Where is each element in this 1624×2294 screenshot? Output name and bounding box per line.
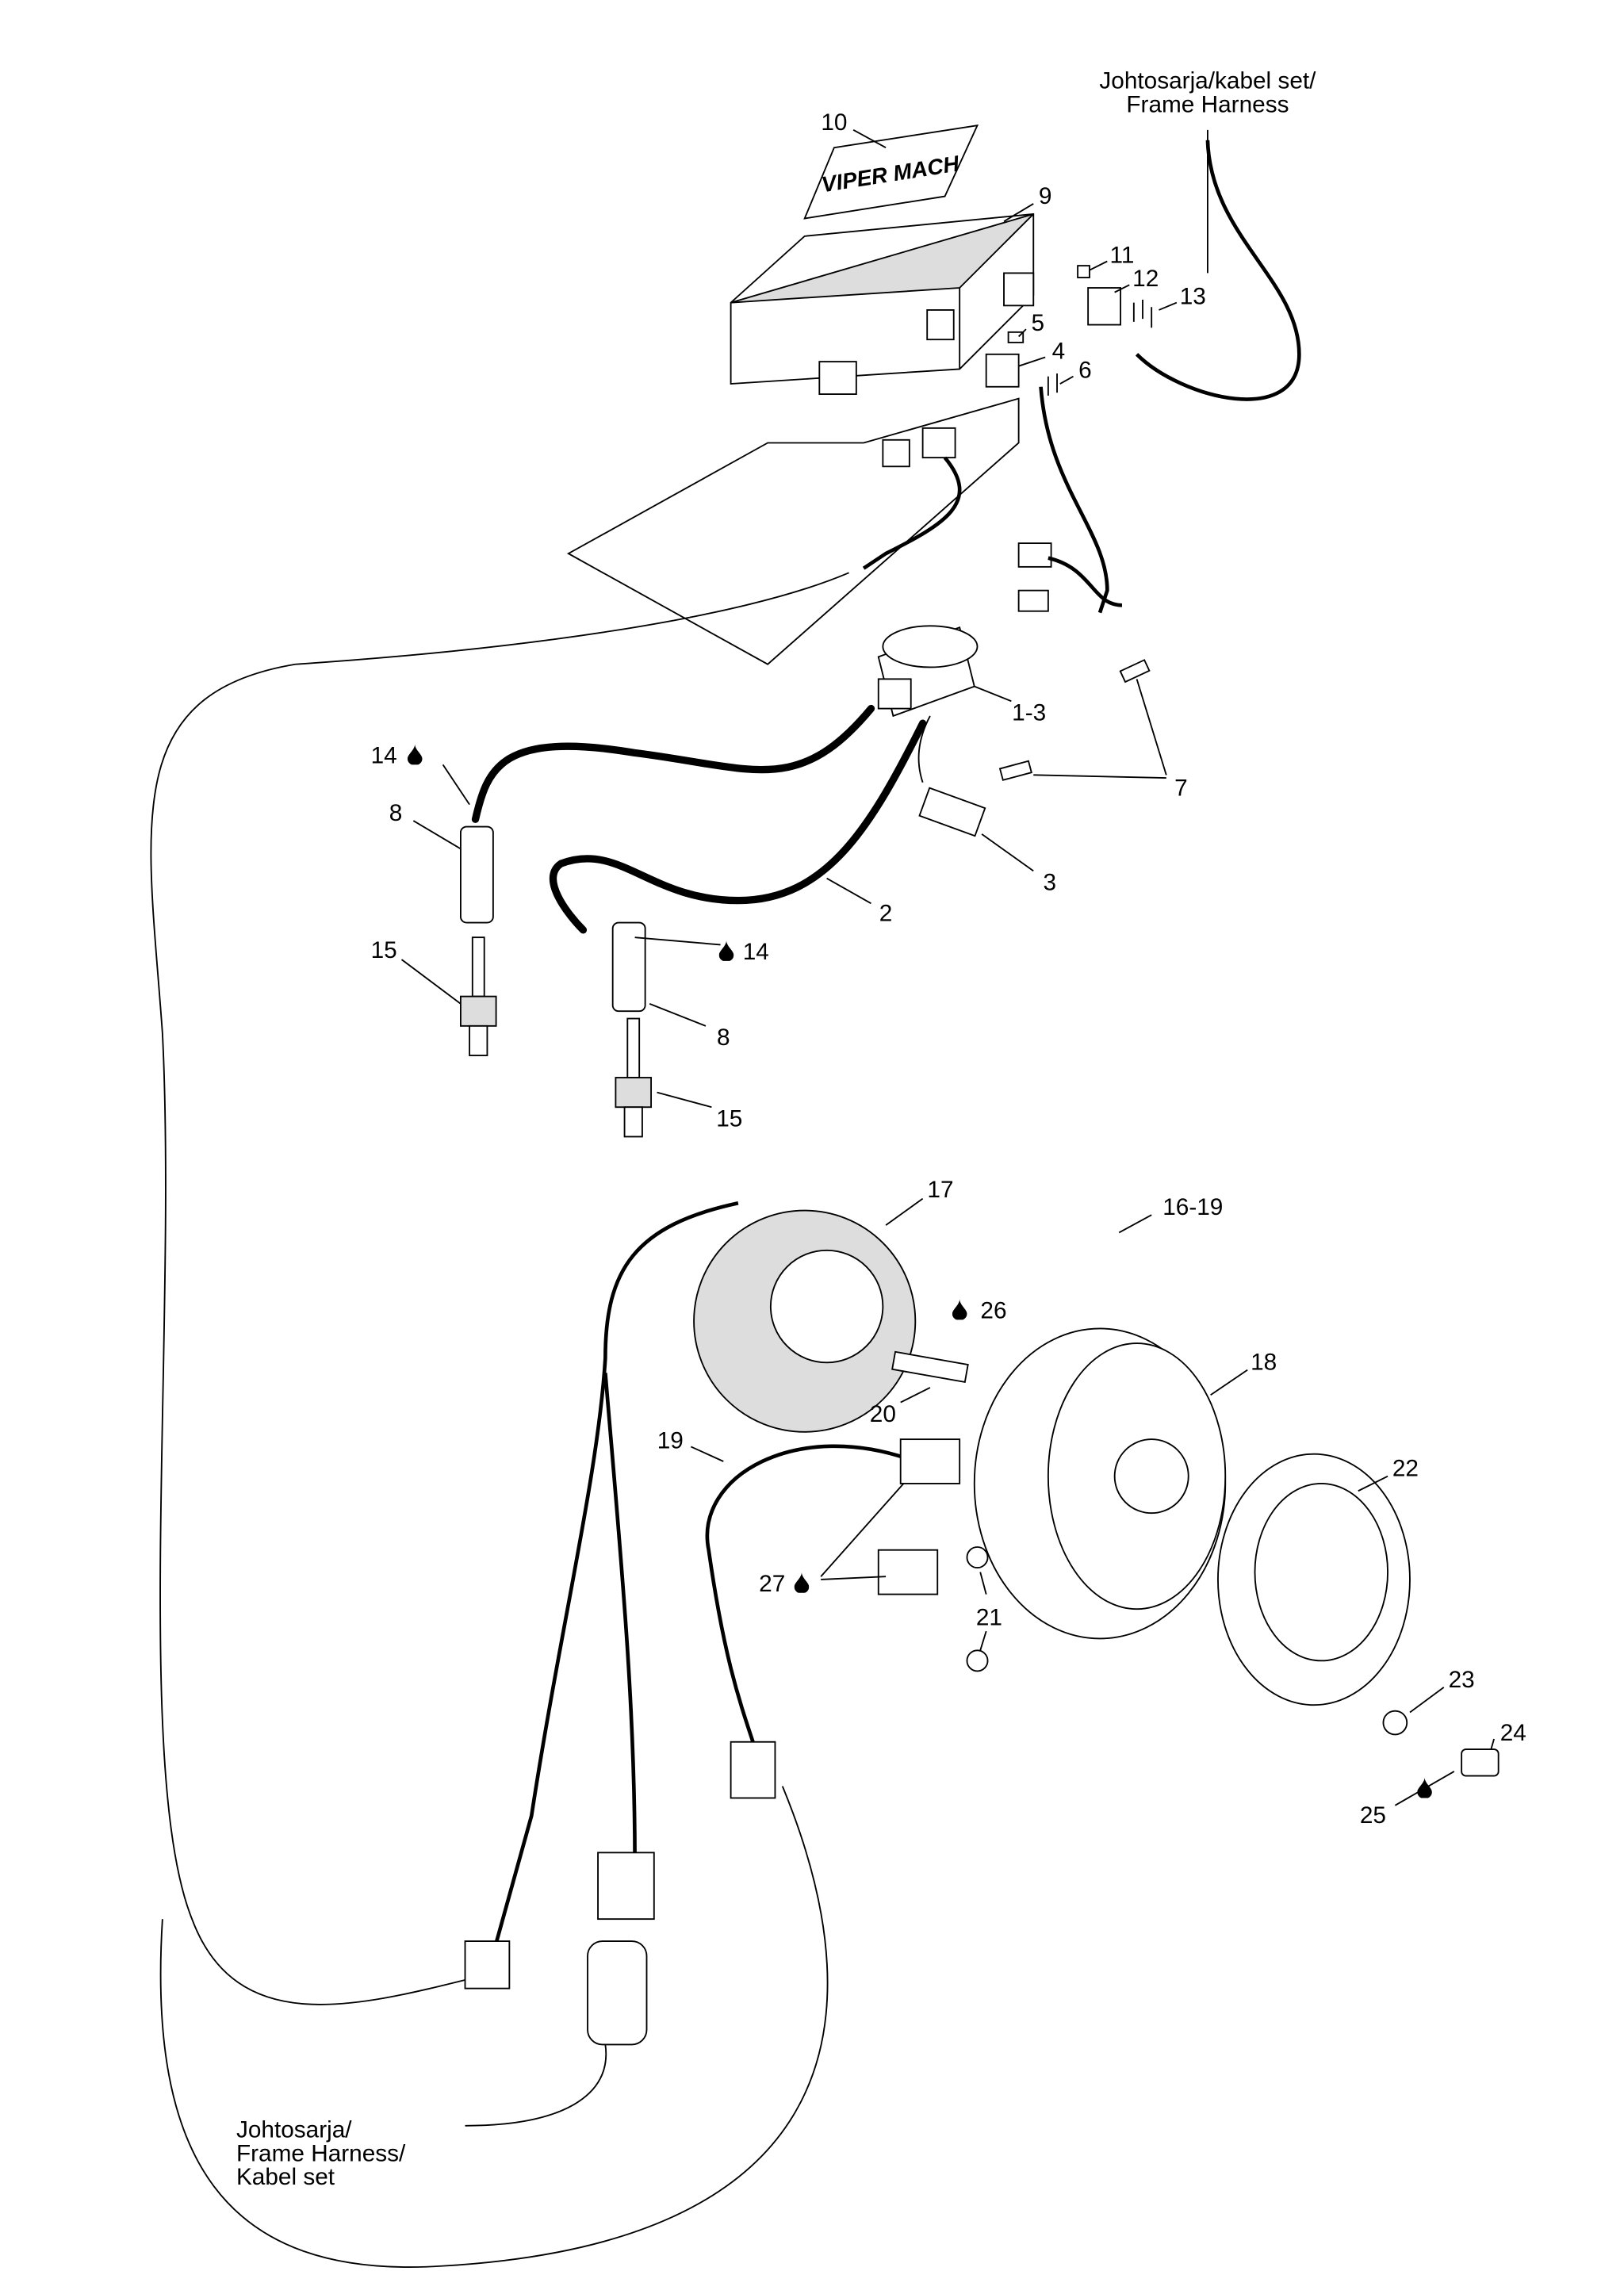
- callout-12: 12: [1132, 266, 1159, 292]
- drop-icon: [718, 940, 734, 961]
- callout-6: 6: [1078, 358, 1092, 384]
- callout-24: 24: [1500, 1720, 1526, 1746]
- callout-17: 17: [927, 1177, 953, 1203]
- callout-16-19: 16-19: [1162, 1194, 1223, 1220]
- callout-5: 5: [1032, 310, 1045, 336]
- ignition-coil-part-1-3: [877, 542, 1123, 718]
- drop-icon: [952, 1299, 967, 1320]
- drop-icon: [407, 744, 423, 765]
- harness-bottom-label-3: Kabel set: [236, 2164, 335, 2190]
- callout-15b: 15: [716, 1105, 742, 1132]
- harness-top-label-2: Frame Harness: [1126, 91, 1289, 117]
- callout-14b: 14: [743, 939, 769, 965]
- drop-icon: [1417, 1777, 1432, 1798]
- callout-11: 11: [1109, 242, 1134, 268]
- spark-plug-caps-part-8: [459, 825, 646, 1013]
- callout-21: 21: [976, 1605, 1002, 1631]
- harness-top-label-1: Johtosarja/kabel set/: [1099, 68, 1316, 94]
- callout-8a: 8: [389, 800, 403, 826]
- callout-7: 7: [1174, 775, 1188, 801]
- callout-27: 27: [759, 1571, 785, 1597]
- decal-part-10: VIPER MACH: [803, 124, 979, 220]
- inset-view: [566, 397, 1020, 665]
- harness-bottom-label-2: Frame Harness/: [236, 2140, 406, 2166]
- callout-2: 2: [879, 901, 893, 927]
- flywheel-part-18: [973, 1327, 1227, 1640]
- callout-8b: 8: [717, 1024, 730, 1051]
- trigger-wheel-part-22: [1217, 1453, 1411, 1706]
- drop-icon: [794, 1572, 810, 1593]
- callout-1-3: 1-3: [1012, 699, 1046, 726]
- callout-23: 23: [1449, 1667, 1475, 1693]
- callout-14a: 14: [371, 742, 397, 768]
- ecu-module-part-9: [730, 213, 1035, 395]
- callout-22: 22: [1392, 1456, 1419, 1482]
- callout-3: 3: [1043, 870, 1056, 896]
- callout-19: 19: [657, 1427, 684, 1453]
- callout-13: 13: [1180, 283, 1206, 309]
- callout-18: 18: [1251, 1350, 1277, 1376]
- spark-plugs-part-15: [459, 936, 653, 1138]
- callout-20: 20: [870, 1401, 896, 1427]
- callout-15a: 15: [371, 937, 397, 963]
- callout-4: 4: [1052, 338, 1066, 364]
- callout-10: 10: [821, 109, 847, 136]
- callout-9: 9: [1039, 183, 1052, 209]
- harness-bottom-label-1: Johtosarja/: [236, 2117, 352, 2143]
- connectors-parts-4-6-11-13: [985, 265, 1153, 396]
- callout-25: 25: [1360, 1802, 1386, 1829]
- stator-part-17: [693, 1209, 917, 1433]
- callout-26: 26: [980, 1297, 1006, 1323]
- callout-labels: 10 9 11 12 13 5 4 6 1-3 7 14 8 3 2 14 15…: [371, 109, 1526, 1829]
